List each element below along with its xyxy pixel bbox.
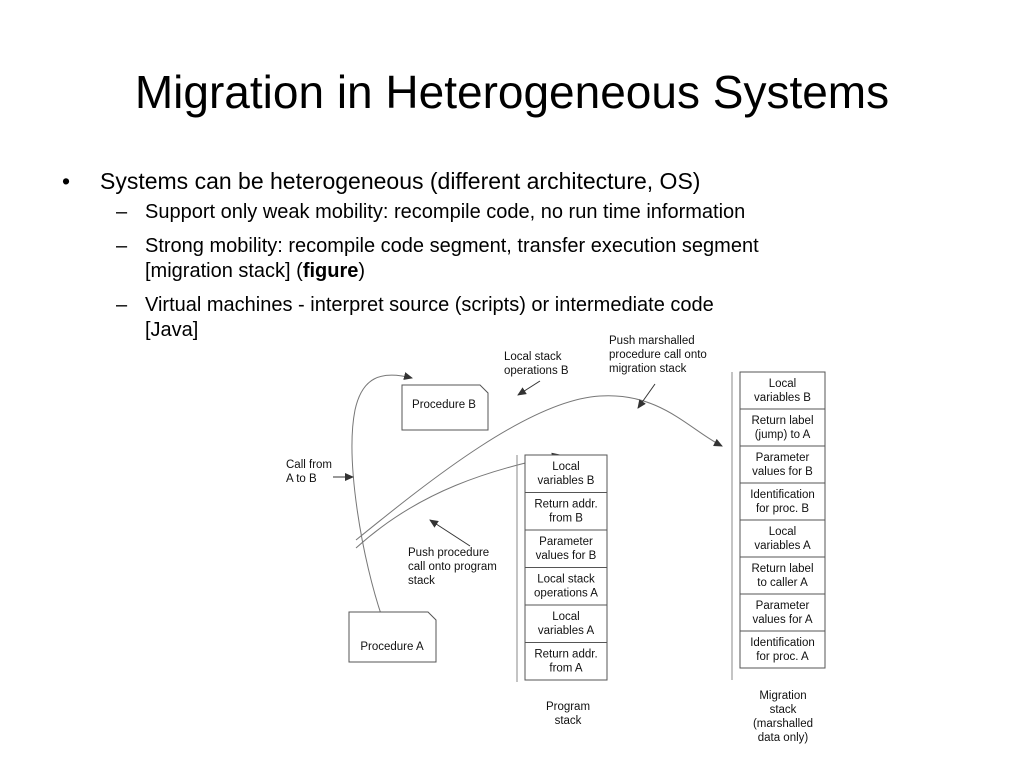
procedure-a-box: Procedure A [348, 611, 437, 663]
stack-cell-text: Identification [750, 489, 815, 501]
stack-cell-text: to caller A [757, 577, 808, 589]
stack-cell-text: values for B [536, 550, 597, 562]
bullet-item: • Systems can be heterogeneous (differen… [62, 166, 992, 343]
program-stack-caption: Program stack [546, 701, 590, 727]
stack-cell-text: Return addr. [534, 499, 597, 511]
diagram-label-line: stack [770, 704, 797, 716]
sub-bullet-text: [Java] [145, 319, 199, 341]
program-stack-cell: Local variables A [524, 604, 608, 643]
migration-stack-cell: Identification for proc. B [739, 482, 826, 521]
dash-icon: – [116, 201, 128, 223]
push-procedure-arrow-icon [429, 519, 471, 547]
migration-stack-cell: Parameter values for B [739, 445, 826, 484]
slide-title: Migration in Heterogeneous Systems [134, 66, 890, 118]
diagram-label-line: stack [555, 715, 582, 727]
program-stack-cell: Return addr. from B [524, 492, 608, 531]
figure-emphasis: figure [302, 260, 359, 282]
migration-stack-cell: Return label (jump) to A [739, 408, 826, 447]
stack-cell-text: Local [552, 461, 580, 473]
diagram-label-line: Call from [286, 459, 332, 471]
stack-cell-text: from A [549, 663, 583, 675]
stack-cell-text: Return addr. [534, 649, 597, 661]
stack-cell-text: Local [552, 611, 580, 623]
dash-icon: – [116, 235, 128, 257]
migration-stack-cell: Identification for proc. A [739, 630, 826, 669]
sub-bullet-virtual-machines: – Virtual machines - interpret source (s… [100, 293, 992, 343]
local-stack-ops-label: Local stack operations B [504, 351, 569, 377]
procedure-b-label: Procedure B [412, 399, 476, 411]
migration-stack-cell: Parameter values for A [739, 593, 826, 632]
stack-cell-text: variables A [538, 625, 595, 637]
migration-stack: Local variables B Return label (jump) to A P… [731, 371, 826, 680]
call-curve [351, 372, 413, 621]
procedure-a-label: Procedure A [360, 641, 424, 653]
procedure-b-box: Procedure B [401, 384, 489, 431]
bullet-text: Systems can be heterogeneous (different … [100, 168, 701, 194]
sub-bullet-text: Support only weak mobility: recompile co… [145, 201, 746, 223]
stack-cell-text: Return label [751, 563, 813, 575]
stack-cell-text: operations A [534, 588, 598, 600]
migration-stack-caption: Migration stack (marshalled data only) [753, 690, 813, 744]
migration-curve [355, 395, 723, 541]
stack-cell-text: values for B [752, 466, 813, 478]
sub-bullet-text: ) [358, 260, 366, 282]
stack-cell-text: variables A [754, 540, 811, 552]
stack-cell-text: Local [769, 378, 797, 390]
diagram-label-line: Program [546, 701, 590, 713]
stack-cell-text: for proc. B [756, 503, 809, 515]
diagram-label-line: A to B [286, 473, 317, 485]
stack-cell-text: for proc. A [756, 651, 809, 663]
migration-stack-cell: Return label to caller A [739, 556, 826, 595]
program-stack-cell: Return addr. from A [524, 642, 608, 681]
local-stack-arrow-icon [517, 380, 541, 396]
migration-stack-cell: Local variables B [739, 371, 826, 410]
stack-cell-text: Parameter [756, 600, 810, 612]
migration-stack-cell: Local variables A [739, 519, 826, 558]
stack-cell-text: (jump) to A [755, 429, 811, 441]
sub-bullet-weak-mobility: – Support only weak mobility: recompile … [100, 200, 992, 225]
stack-cell-text: Local stack [537, 574, 595, 586]
stack-cell-text: Return label [751, 415, 813, 427]
bullet-list: • Systems can be heterogeneous (differen… [62, 166, 992, 352]
sub-bullet-strong-mobility: – Strong mobility: recompile code segmen… [100, 234, 992, 284]
stack-cell-text: Identification [750, 637, 815, 649]
sub-bullet-text: Virtual machines - interpret source (scr… [145, 294, 714, 316]
diagram-label-line: Push marshalled [609, 335, 695, 347]
sub-bullet-list: – Support only weak mobility: recompile … [100, 200, 992, 343]
program-stack-cell: Parameter values for B [524, 529, 608, 568]
stack-cell-text: Parameter [539, 536, 593, 548]
program-stack: Local variables B Return addr. from B Parame… [516, 454, 608, 682]
push-procedure-label: Push procedure call onto program stack [408, 547, 497, 587]
program-stack-cell: Local stack operations A [524, 567, 608, 606]
stack-cell-text: variables B [754, 392, 811, 404]
diagram-label-line: Local stack [504, 351, 562, 363]
diagram-label-line: operations B [504, 365, 569, 377]
stack-cell-text: values for A [752, 614, 812, 626]
diagram-label-line: stack [408, 575, 435, 587]
stack-cell-text: Local [769, 526, 797, 538]
dash-icon: – [116, 294, 128, 316]
marshalled-arrow-icon [637, 383, 656, 409]
diagram-label-line: (marshalled [753, 718, 813, 730]
program-stack-cell: Local variables B [524, 454, 608, 493]
stack-cell-text: from B [549, 513, 583, 525]
sub-bullet-text: Strong mobility: recompile code segment,… [145, 235, 759, 257]
call-from-label: Call from A to B [286, 459, 332, 485]
sub-bullet-text: [migration stack] ( [145, 260, 303, 282]
push-marshalled-label: Push marshalled procedure call onto migrat… [609, 335, 707, 375]
diagram-label-line: Push procedure [408, 547, 489, 559]
stack-cell-text: Parameter [756, 452, 810, 464]
stack-cell-text: variables B [538, 475, 595, 487]
diagram-label-line: data only) [758, 732, 809, 744]
diagram-label-line: procedure call onto [609, 349, 707, 361]
diagram-label-line: call onto program [408, 561, 497, 573]
diagram-label-line: migration stack [609, 363, 687, 375]
diagram-label-line: Migration [759, 690, 806, 702]
bullet-dot-icon: • [62, 168, 71, 194]
